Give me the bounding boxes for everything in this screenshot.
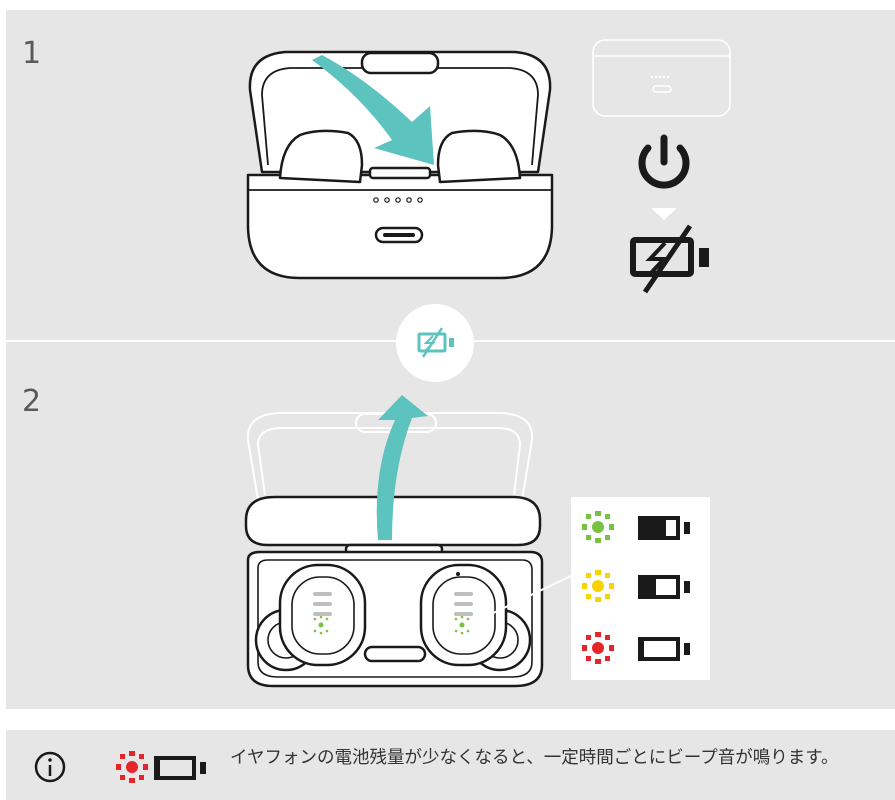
legend-row-low	[582, 632, 690, 664]
led-green-icon	[582, 511, 614, 543]
down-triangle-icon	[651, 208, 677, 220]
info-text: イヤフォンの電池残量が少なくなると、一定時間ごとにビープ音が鳴ります。	[230, 748, 839, 768]
battery-low-icon	[154, 756, 206, 780]
battery-high-icon	[638, 516, 690, 540]
legend-row-medium	[582, 570, 690, 602]
step-1-number: 1	[22, 36, 42, 71]
legend-row-high	[582, 511, 690, 543]
led-red-icon	[116, 751, 148, 783]
info-icon	[34, 751, 66, 783]
battery-low-icon	[638, 637, 690, 661]
step-2-number: 2	[22, 384, 42, 419]
battery-charging-icon	[630, 224, 709, 294]
power-icon	[638, 134, 690, 189]
lift-lid-arrow	[376, 395, 428, 540]
earbud-led-right	[454, 615, 470, 635]
led-yellow-icon	[582, 570, 614, 602]
earbud-led-left	[313, 615, 329, 635]
led-red-icon	[582, 632, 614, 664]
battery-medium-icon	[638, 575, 690, 599]
insert-arrow	[312, 55, 434, 165]
